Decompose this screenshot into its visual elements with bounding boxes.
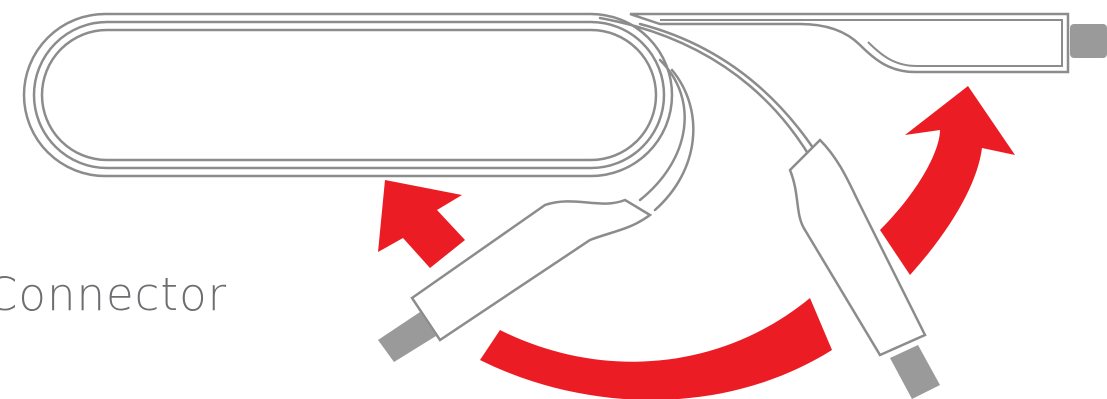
connector-plug-icon <box>378 198 653 362</box>
lower-left-connector-housing <box>410 198 653 342</box>
cable-strand-left-outer <box>638 58 686 202</box>
connector-label: Connector <box>0 268 228 321</box>
cable-loop-outer <box>22 12 674 178</box>
cable-loop-inner <box>40 28 658 162</box>
cable-strand-left <box>638 58 695 212</box>
lower-right-connector-housing <box>788 138 927 357</box>
rotate-arrow-icon <box>378 86 1015 399</box>
top-connector-housing <box>629 12 1070 74</box>
lower-left-connector-plug <box>378 312 436 362</box>
lower-right-connector-plug <box>890 345 940 399</box>
top-connector-plug <box>1070 24 1107 58</box>
connector-plug-icon <box>788 138 940 399</box>
arrow-right-curve <box>880 86 1015 275</box>
cable-loop-mid <box>32 20 666 170</box>
connector-plug-icon <box>629 12 1107 74</box>
top-connector-housing-inner <box>660 19 1063 67</box>
cable-loop-icon <box>22 12 674 178</box>
arrow-bottom-curve <box>480 298 832 399</box>
arrow-upper-left <box>378 180 465 268</box>
cable-strand-left-inner <box>653 68 695 212</box>
